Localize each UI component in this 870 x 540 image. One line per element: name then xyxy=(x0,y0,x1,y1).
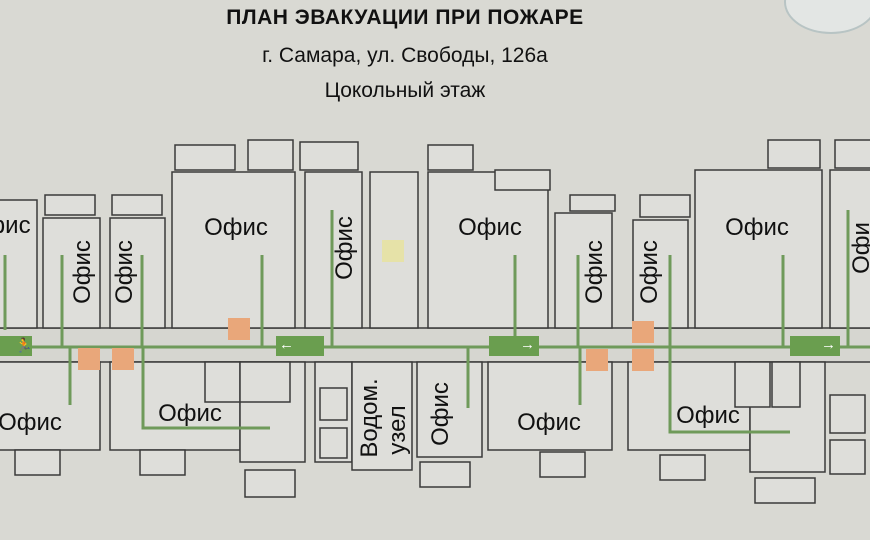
room-top-7 xyxy=(427,171,549,329)
room-label: Офис xyxy=(331,216,358,280)
fire-alarm-icon xyxy=(112,348,134,370)
room-top-10 xyxy=(694,169,823,329)
room-top-8 xyxy=(554,212,613,329)
plan-address: г. Самара, ул. Свободы, 126а xyxy=(262,44,548,67)
walls xyxy=(0,139,870,504)
fire-alarm-icon xyxy=(78,348,100,370)
room-bottom-6 xyxy=(487,361,613,451)
room-label: Офис xyxy=(111,240,138,304)
electric-panel-icon xyxy=(382,240,404,262)
room-top-9 xyxy=(632,219,689,329)
fire-alarm-icon xyxy=(586,349,608,371)
exit-sign-right-icon: → xyxy=(790,336,840,356)
room-bottom-5 xyxy=(416,361,483,458)
room-label: Офис xyxy=(725,214,789,241)
room-top-3 xyxy=(109,217,166,329)
fire-extinguisher-icon xyxy=(228,318,250,340)
exit-sign-left-icon: 🏃 xyxy=(0,336,32,356)
room-label: Офис xyxy=(458,214,522,241)
exit-sign-left-icon: ← xyxy=(276,336,324,356)
room-top-4 xyxy=(171,171,296,329)
room-label-water: узел xyxy=(384,405,411,455)
room-bottom-1 xyxy=(0,361,101,451)
room-label: Офис xyxy=(676,402,740,429)
fire-alarm-icon xyxy=(632,349,654,371)
room-label: Офис xyxy=(204,214,268,241)
room-water xyxy=(351,361,413,471)
room-label: Офис xyxy=(581,240,608,304)
fire-extinguisher-icon xyxy=(632,321,654,343)
room-label: Офис xyxy=(0,409,62,436)
exit-sign-right-icon: → xyxy=(489,336,539,356)
room-top-2 xyxy=(42,217,101,329)
room-label: фис xyxy=(0,212,31,239)
room-label: Офис xyxy=(636,240,663,304)
plan-title: ПЛАН ЭВАКУАЦИИ ПРИ ПОЖАРЕ xyxy=(226,6,584,29)
room-label-water: Водом. xyxy=(356,378,383,458)
evacuation-routes xyxy=(0,210,870,434)
room-top-11 xyxy=(829,169,870,329)
room-label: Офис xyxy=(69,240,96,304)
plan-floor: Цокольный этаж xyxy=(324,79,486,102)
room-label: Офи xyxy=(848,222,870,274)
room-label: Офис xyxy=(517,409,581,436)
room-label: Офис xyxy=(427,382,454,446)
room-label: Офис xyxy=(158,400,222,427)
